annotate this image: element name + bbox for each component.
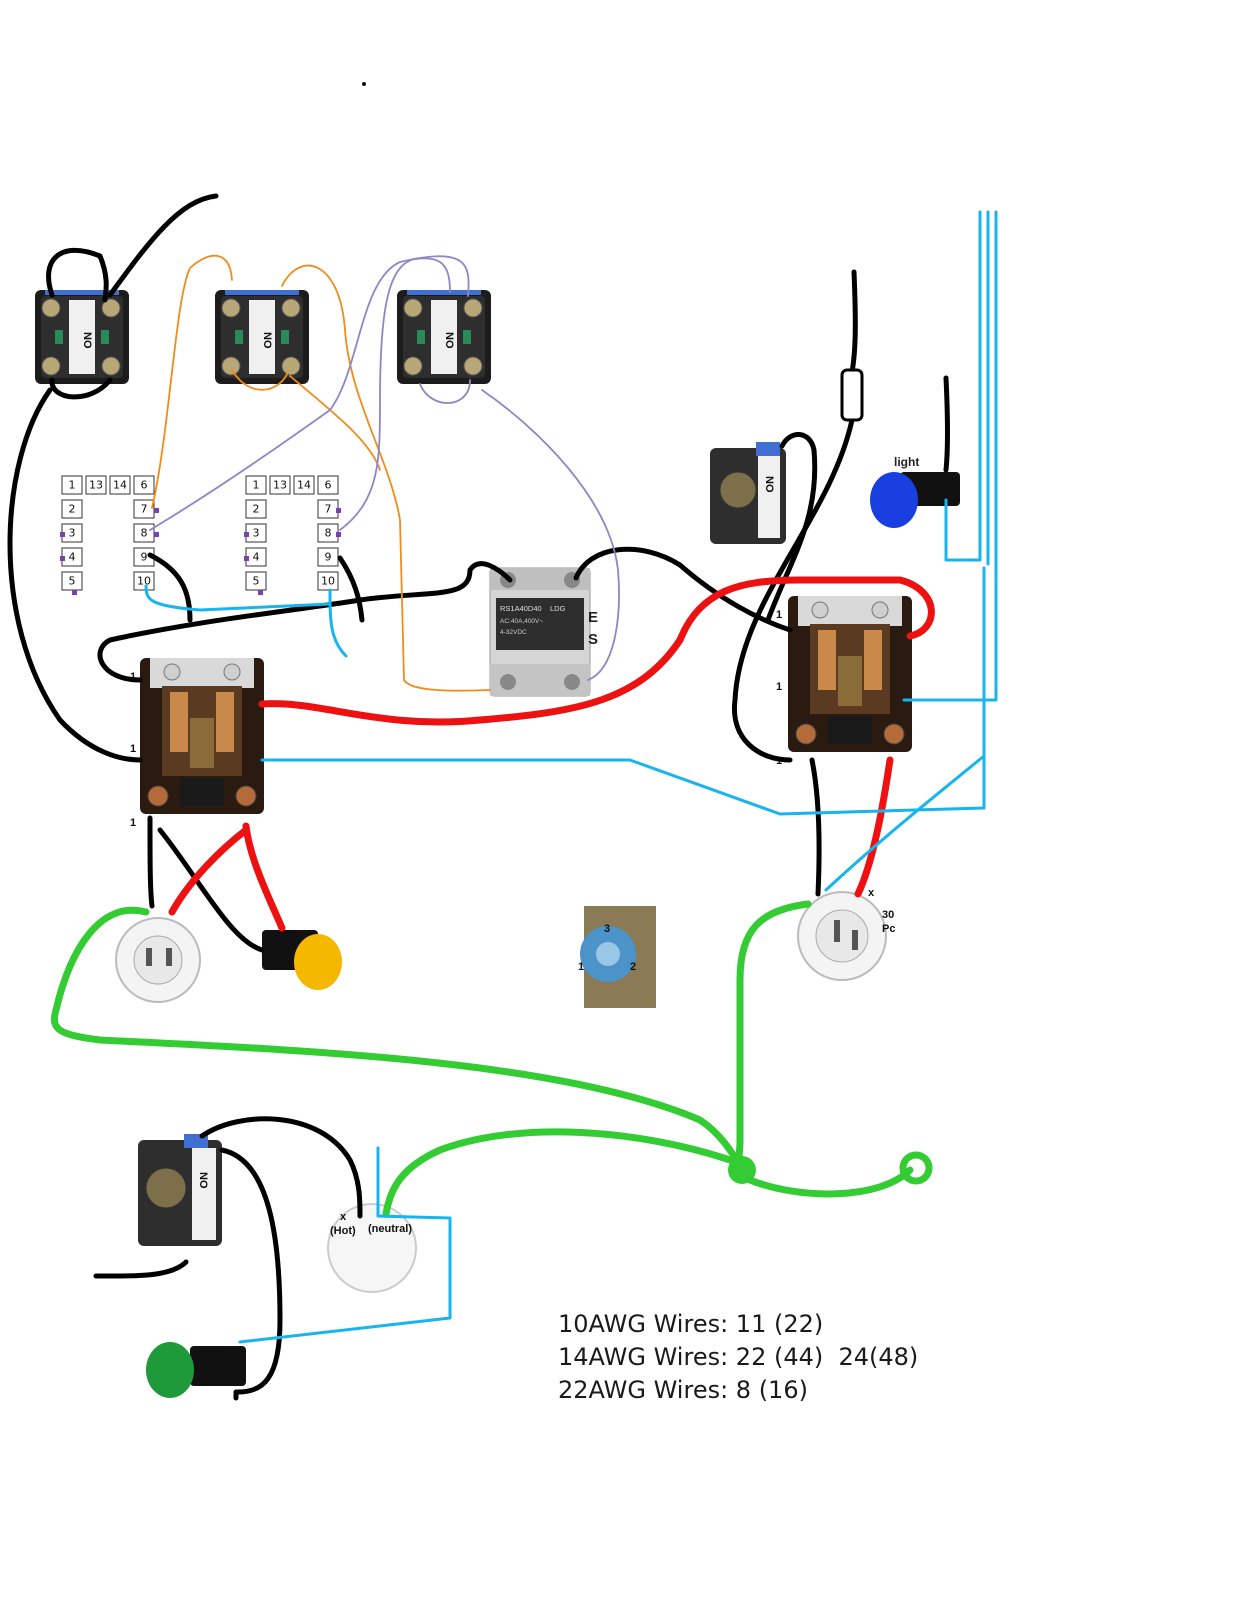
terminal-label: 14 (297, 479, 311, 492)
terminal-label: 5 (253, 575, 260, 588)
ssr-brand: LDG (550, 604, 566, 613)
terminal-label-box (245, 571, 267, 591)
terminal-label-box (269, 475, 291, 495)
outlet-bottom: x (Hot) (neutral) (327, 1203, 417, 1293)
indicator-light-blue: light (870, 455, 960, 528)
receptacle-right: x 30 Pc (797, 887, 895, 981)
terminal-label: 8 (325, 527, 332, 540)
terminal-label: 10 (321, 575, 335, 588)
terminal-label: 2 (253, 503, 260, 516)
wires-purple (149, 255, 620, 681)
switch-no-label: NO (261, 332, 273, 349)
terminal-label-box (133, 475, 155, 495)
indicator-light-yellow (262, 930, 342, 990)
terminal-label: 1 (253, 479, 260, 492)
terminal-label: 13 (89, 479, 103, 492)
terminal-label-box (293, 475, 315, 495)
terminal-label-box (61, 499, 83, 519)
wires-red (168, 576, 935, 932)
terminal-label-box (61, 475, 83, 495)
wires-orange (151, 254, 491, 692)
terminal-label-box (245, 475, 267, 495)
outlet-neutral-label: (neutral) (368, 1223, 412, 1235)
contactor-right: 1 1 1 (776, 595, 913, 767)
terminal-label: 7 (325, 503, 332, 516)
pushbutton-switch-3: NO (396, 289, 492, 385)
contactor-pin-label: 1 (130, 671, 136, 683)
stray-dot (362, 82, 366, 86)
contactor-pin-label: 1 (776, 609, 782, 621)
terminal-label-box (317, 475, 339, 495)
terminal-block-1: 1 13 14 6 2 3 4 5 7 8 9 10 (61, 475, 155, 591)
terminal-label-box (133, 571, 155, 591)
contactor-left: 1 1 1 (130, 657, 265, 829)
ssr-rating: AC:40A,400V~ (500, 618, 543, 625)
ssr-input: 4-32VDC (500, 629, 527, 636)
switch-no-label: NO (763, 476, 775, 493)
contactor-pin-label: 1 (130, 817, 136, 829)
total-22awg: 22AWG Wires: 8 (16) (558, 1376, 808, 1404)
indicator-blue-label: light (894, 455, 919, 469)
fuse-holder (840, 368, 864, 422)
terminal-label-box (85, 475, 107, 495)
outlet-hot-mark: x (340, 1211, 347, 1223)
terminal-label: 1 (69, 479, 76, 492)
contactor-pin-label: 1 (130, 743, 136, 755)
xlr-pin-2: 2 (630, 961, 636, 973)
receptacle-left (115, 917, 201, 1003)
terminal-label: 9 (141, 551, 148, 564)
terminal-label-box (109, 475, 131, 495)
solid-state-relay: RS1A40D40 LDG AC:40A,400V~ 4-32VDC E S (489, 567, 598, 697)
indicator-light-green (146, 1342, 246, 1398)
ssr-side-letter-s: S (588, 631, 598, 648)
wires-blue (144, 210, 998, 1344)
wires-green (51, 900, 933, 1218)
total-10awg: 10AWG Wires: 11 (22) (558, 1310, 824, 1338)
selector-switch-bottom: NO (138, 1134, 222, 1246)
contactor-pin-label: 1 (776, 681, 782, 693)
terminal-block-2: 1 13 14 6 2 3 4 5 7 8 9 10 (245, 475, 339, 591)
pushbutton-switch-2: NO (214, 289, 310, 385)
switch-no-label: NO (81, 332, 93, 349)
terminal-label: 3 (253, 527, 260, 540)
switch-no-label: NO (443, 332, 455, 349)
receptacle-label-line2: Pc (882, 923, 895, 935)
switch-no-label: NO (197, 1172, 209, 1189)
xlr-pin-1: 1 (578, 961, 584, 973)
terminal-label: 14 (113, 479, 127, 492)
total-14awg: 14AWG Wires: 22 (44) 24(48) (558, 1343, 919, 1371)
terminal-label: 10 (137, 575, 151, 588)
terminal-label: 7 (141, 503, 148, 516)
xlr-connector: 3 1 2 (578, 906, 656, 1008)
ssr-model: RS1A40D40 (500, 604, 542, 613)
terminal-label: 6 (325, 479, 332, 492)
receptacle-mark: x (868, 887, 875, 899)
receptacle-label-line1: 30 (882, 909, 894, 921)
terminal-label: 6 (141, 479, 148, 492)
terminal-label: 3 (69, 527, 76, 540)
outlet-hot-label: (Hot) (330, 1225, 356, 1237)
ssr-side-letter-e: E (588, 609, 598, 626)
terminal-label-box (245, 499, 267, 519)
selector-switch-right: NO (710, 442, 786, 544)
wire-totals: 10AWG Wires: 11 (22) 14AWG Wires: 22 (44… (558, 1308, 918, 1407)
terminal-label: 9 (325, 551, 332, 564)
terminal-label: 4 (69, 551, 76, 564)
pushbutton-switch-1: NO (34, 289, 130, 385)
xlr-pin-3: 3 (604, 923, 610, 935)
terminal-label: 2 (69, 503, 76, 516)
terminal-label: 13 (273, 479, 287, 492)
terminal-label: 4 (253, 551, 260, 564)
terminal-label: 5 (69, 575, 76, 588)
terminal-label: 8 (141, 527, 148, 540)
terminal-label-box (317, 571, 339, 591)
terminal-markers (60, 508, 341, 595)
